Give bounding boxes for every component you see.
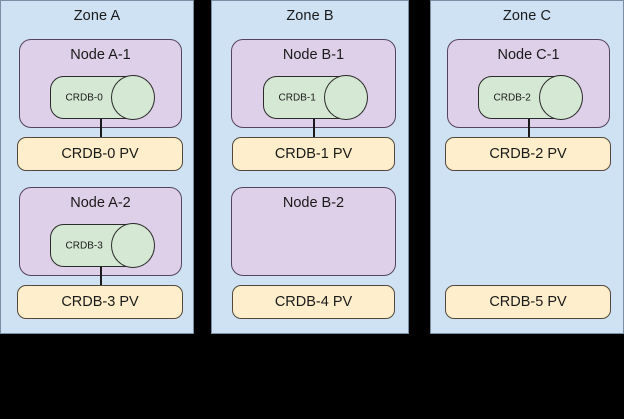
node-c-1[interactable]: Node C-1 CRDB-2 — [447, 39, 610, 128]
volume-crdb-1-pv[interactable]: CRDB-1 PV — [232, 137, 395, 171]
connector-crdb-3 — [100, 267, 102, 287]
node-b-1-title: Node B-1 — [282, 47, 345, 63]
cylinder-cap-icon — [111, 75, 155, 120]
node-a-2-title: Node A-2 — [70, 195, 131, 211]
node-a-1-title: Node A-1 — [70, 47, 131, 63]
node-c-1-title: Node C-1 — [497, 47, 560, 63]
volume-crdb-5-pv[interactable]: CRDB-5 PV — [445, 285, 611, 319]
connector-crdb-0 — [100, 119, 102, 139]
node-b-2-title: Node B-2 — [282, 195, 345, 211]
node-b-2[interactable]: Node B-2 — [231, 187, 396, 276]
cylinder-cap-icon — [539, 75, 583, 120]
zone-b[interactable]: Zone B Node B-1 CRDB-1 CRDB-1 PV Node B-… — [211, 0, 409, 334]
node-b-1[interactable]: Node B-1 CRDB-1 — [231, 39, 396, 128]
database-crdb-2-label: CRDB-2 — [493, 92, 531, 103]
zone-a-title: Zone A — [73, 8, 121, 24]
database-crdb-2[interactable]: CRDB-2 — [478, 75, 583, 120]
connector-crdb-2 — [528, 119, 530, 139]
node-a-2[interactable]: Node A-2 CRDB-3 — [19, 187, 182, 276]
volume-crdb-0-pv[interactable]: CRDB-0 PV — [17, 137, 183, 171]
volume-crdb-4-pv[interactable]: CRDB-4 PV — [232, 285, 395, 319]
zone-a[interactable]: Zone A Node A-1 CRDB-0 CRDB-0 PV Node A-… — [0, 0, 194, 334]
cylinder-cap-icon — [324, 75, 368, 120]
node-a-1[interactable]: Node A-1 CRDB-0 — [19, 39, 182, 128]
zone-c[interactable]: Zone C Node C-1 CRDB-2 CRDB-2 PV CRDB-5 … — [430, 0, 624, 334]
volume-crdb-2-pv[interactable]: CRDB-2 PV — [445, 137, 611, 171]
database-crdb-1[interactable]: CRDB-1 — [263, 75, 368, 120]
database-crdb-1-label: CRDB-1 — [278, 92, 316, 103]
volume-crdb-3-pv[interactable]: CRDB-3 PV — [17, 285, 183, 319]
database-crdb-3[interactable]: CRDB-3 — [50, 223, 155, 268]
database-crdb-3-label: CRDB-3 — [65, 240, 103, 251]
connector-crdb-1 — [313, 119, 315, 139]
zone-b-title: Zone B — [286, 8, 334, 24]
database-crdb-0-label: CRDB-0 — [65, 92, 103, 103]
cylinder-cap-icon — [111, 223, 155, 268]
database-crdb-0[interactable]: CRDB-0 — [50, 75, 155, 120]
zone-c-title: Zone C — [502, 8, 552, 24]
